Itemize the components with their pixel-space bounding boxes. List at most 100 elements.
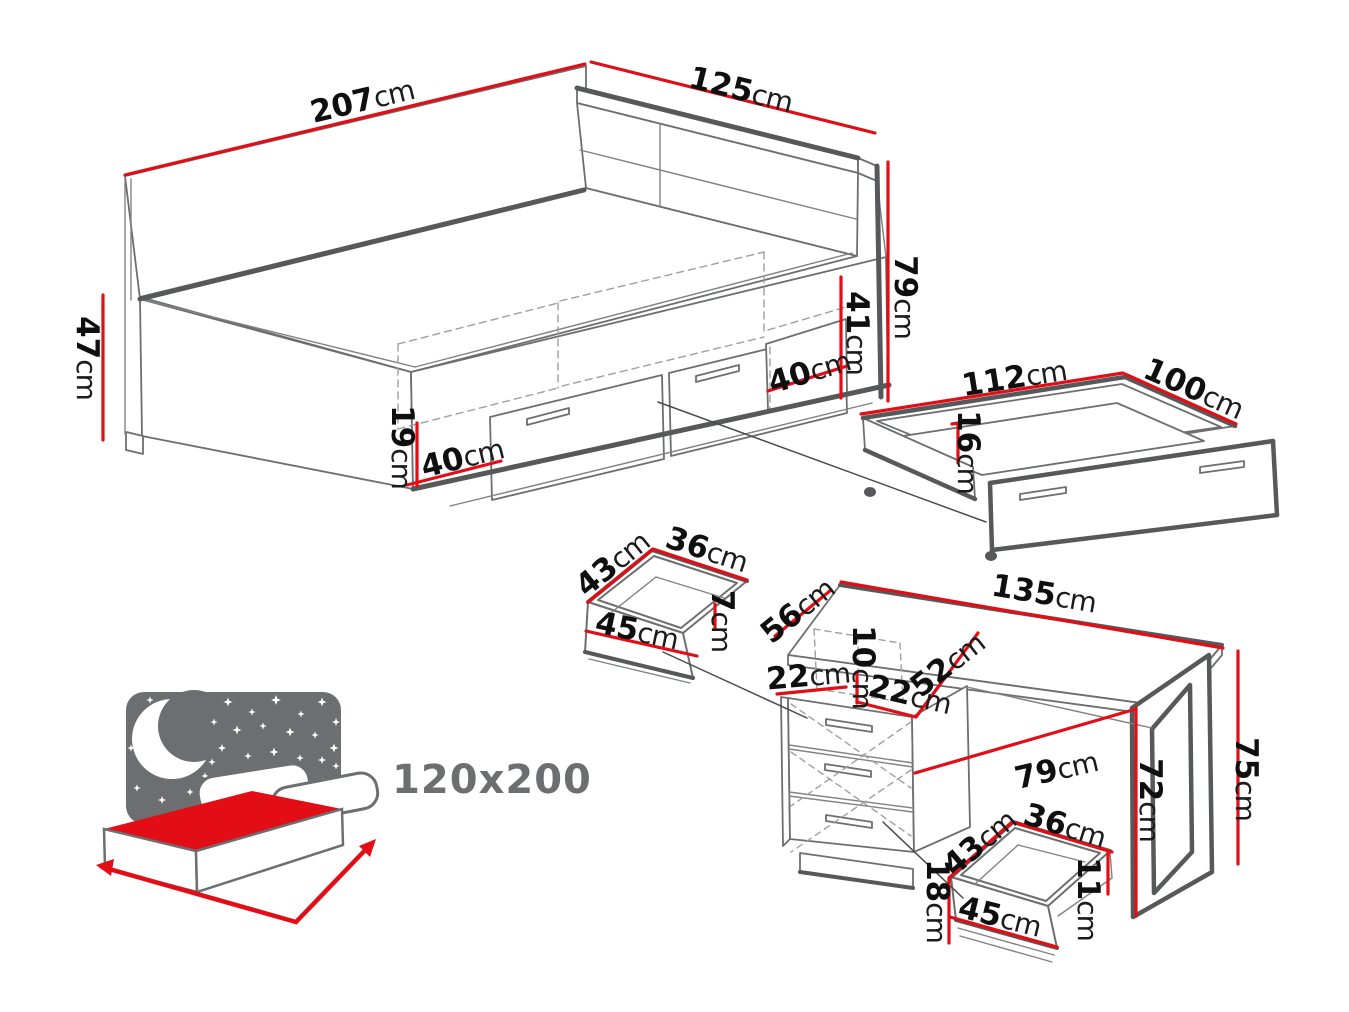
bed-drawer-1-handle [526,407,570,426]
dimension-line [950,419,975,426]
star-icon [157,795,167,805]
star-icon [201,772,209,780]
leader-line [662,651,808,719]
caster-wheel [864,487,876,497]
edge-line [788,795,914,813]
star-icon [317,697,327,707]
dim-label-bed-19cm-6: 19cm [384,405,420,489]
bed-left-foot [125,431,144,455]
desk-pedestal-front [787,697,915,853]
dimension-lines [101,60,1240,949]
star-icon [332,762,340,770]
star-icon [232,725,242,735]
hidden-edge-dashed [790,703,912,789]
star-icon [133,784,141,792]
underbed-thick-edge [1270,438,1280,518]
star-icon [285,727,295,737]
star-icon [297,710,305,718]
hidden-edge-dashed [816,688,904,703]
size-arrows-icon [96,839,376,925]
bed-drawing [124,65,892,507]
bed-size-icon: 120x200 [96,690,592,925]
star-icon [208,758,216,766]
drawer-thick-edge [583,650,695,680]
edge-line [1057,877,1113,917]
edge-line [788,748,914,768]
edge-line [788,791,914,809]
edge-line [788,744,914,764]
dimension-line [584,629,699,658]
bed-headboard-side [857,157,878,182]
dimension-line [914,631,980,719]
desk-pedestal-plinth [799,852,914,889]
star-icon [269,747,279,757]
dim-label-bed-125cm-1: 125cm [685,60,796,120]
underbed-thick-edge [1122,374,1238,429]
desk-drawing [780,583,1224,920]
dim-label-desk-22cm-17: 22cm [765,654,852,697]
dim-label-bed-47cm-5: 47cm [69,316,105,400]
desk-thick-edge [798,870,915,890]
underbed-thick-edge [989,512,1280,553]
dim-label-small-drawer-top-7cm-14: 7cm [704,590,740,652]
dimension-line [855,700,918,719]
dimension-line [589,60,877,135]
dimension-line [1011,820,1114,854]
dimension-line [405,459,503,487]
dim-label-small-drawer-bottom-18cm-28: 18cm [919,859,955,943]
dimension-line [948,820,1014,879]
edge-line [414,252,853,368]
dim-label-bed-79cm-2: 79cm [887,255,923,339]
star-icon [311,731,319,739]
dim-label-underbed-drawer-16cm-10: 16cm [950,410,986,494]
hidden-edge-dashed [790,751,912,837]
dimension-line [839,580,1225,650]
edge-line [147,300,416,368]
leader-line [657,401,987,523]
caster-wheel [985,551,997,561]
dim-label-underbed-drawer-112cm-8: 112cm [959,352,1069,404]
underbed-drawer-handle-left [1019,486,1067,501]
icon-bed-base-right [194,807,345,894]
dim-label-desk-75cm-23: 75cm [1228,737,1264,821]
underbed-thick-edge [862,447,978,502]
hidden-edge-dashed [559,251,765,302]
edge-line [959,935,1053,963]
edge-line [611,576,657,613]
desk-drawer-handle-1 [825,718,873,733]
star-icon [317,755,327,765]
icon-mattress-top [104,791,342,851]
hidden-edge-dashed [767,306,847,331]
underbed-thick-edge [860,374,1128,421]
dimension-line [913,707,1138,775]
desk-pedestal-right-face [911,685,971,853]
dimension-line [773,588,833,638]
star-icon [271,695,281,705]
bed-headboard-panel [576,102,859,257]
dimension-line [948,915,1059,949]
edge-line [588,658,691,684]
star-icon [146,696,154,704]
underbed-thick-edge [987,438,1276,486]
star-icon [210,718,218,726]
dim-label-desk-72cm-22: 72cm [1132,758,1168,842]
edge-line [1109,850,1113,879]
edge-line [957,927,1055,956]
dim-label-desk-10cm-18: 10cm [845,625,881,709]
underbed-drawer-drawing [860,374,1280,561]
hidden-edge-dashed [397,302,559,345]
edge-line [966,686,1153,729]
bed-size-label: 120x200 [392,757,592,803]
dim-label-bed-40cm-7: 40cm [417,430,507,485]
edge-line [974,844,1019,885]
bed-thick-edge [574,85,861,161]
dim-label-desk-79cm-21: 79cm [1011,743,1101,797]
star-icon [244,752,252,760]
underbed-drawer-handle-right [1199,460,1245,474]
dim-label-small-drawer-bottom-11cm-27: 11cm [1070,857,1106,941]
hidden-edge-dashed [561,336,765,387]
desk-drawer-handle-3 [825,814,873,829]
dimension-line [123,62,587,177]
desk-leg-frame-inner [1149,682,1195,896]
star-icon [223,697,233,707]
